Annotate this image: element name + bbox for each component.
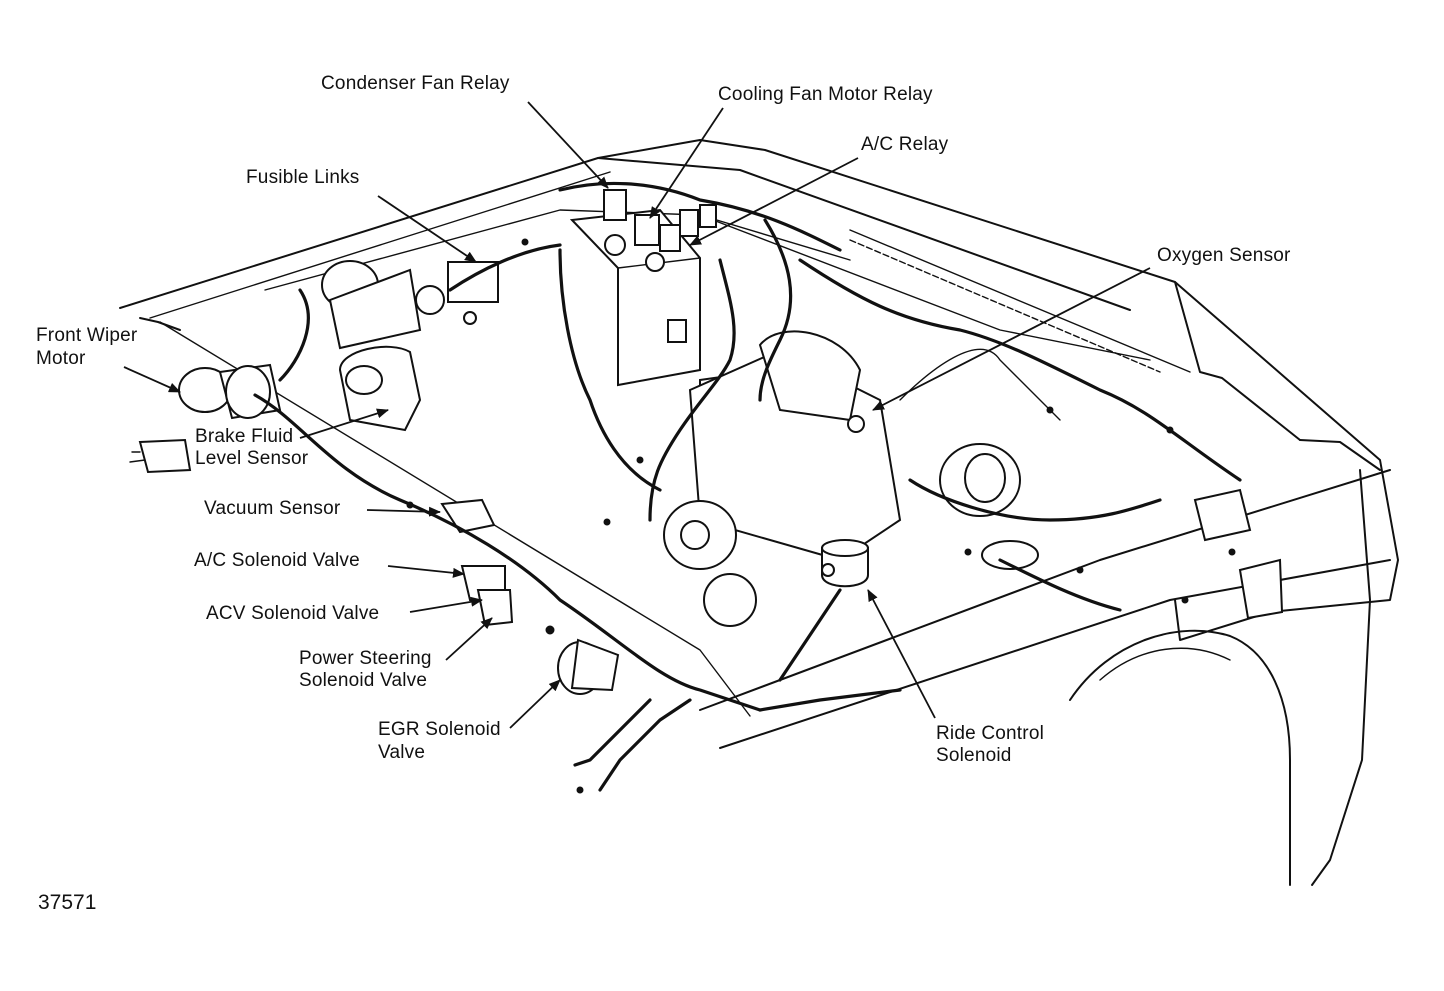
label-egr-line2: Valve [378, 742, 426, 763]
label-front-wiper-motor-line1: Front Wiper [36, 325, 138, 346]
engine [688, 330, 1061, 570]
label-acv-solenoid-valve: ACV Solenoid Valve [206, 603, 380, 624]
connectors [406, 238, 1236, 794]
label-oxygen-sensor: Oxygen Sensor [1157, 245, 1291, 266]
ride-control-canister [821, 539, 869, 588]
label-brake-fluid-line1: Brake Fluid [195, 426, 294, 447]
label-power-steering-line2: Solenoid Valve [299, 670, 428, 691]
label-power-steering-line1: Power Steering [299, 648, 432, 669]
car-body-outline [119, 139, 1399, 886]
label-vacuum-sensor: Vacuum Sensor [204, 498, 341, 519]
figure-number: 37571 [38, 891, 97, 914]
label-brake-fluid-line2: Level Sensor [195, 448, 309, 469]
fusible-link-block [415, 261, 499, 325]
relay-cluster [603, 189, 717, 272]
label-ac-solenoid-valve: A/C Solenoid Valve [194, 550, 360, 571]
brake-sensor-connector [129, 438, 192, 474]
wiper-motor [178, 363, 282, 420]
label-condenser-fan-relay: Condenser Fan Relay [321, 73, 510, 94]
headlight-area [1193, 488, 1284, 620]
label-cooling-fan-motor-relay: Cooling Fan Motor Relay [718, 84, 933, 105]
label-ride-control-line2: Solenoid [936, 745, 1012, 766]
leader-lines [123, 101, 1151, 729]
label-front-wiper-motor-line2: Motor [36, 348, 86, 369]
brake-reservoir [338, 345, 422, 432]
label-ride-control-line1: Ride Control [936, 723, 1045, 744]
label-fusible-links: Fusible Links [246, 167, 360, 188]
solenoid-valve-group [440, 498, 620, 695]
label-ac-relay: A/C Relay [861, 134, 949, 155]
alternator [663, 500, 757, 627]
label-egr-line1: EGR Solenoid [378, 719, 501, 740]
